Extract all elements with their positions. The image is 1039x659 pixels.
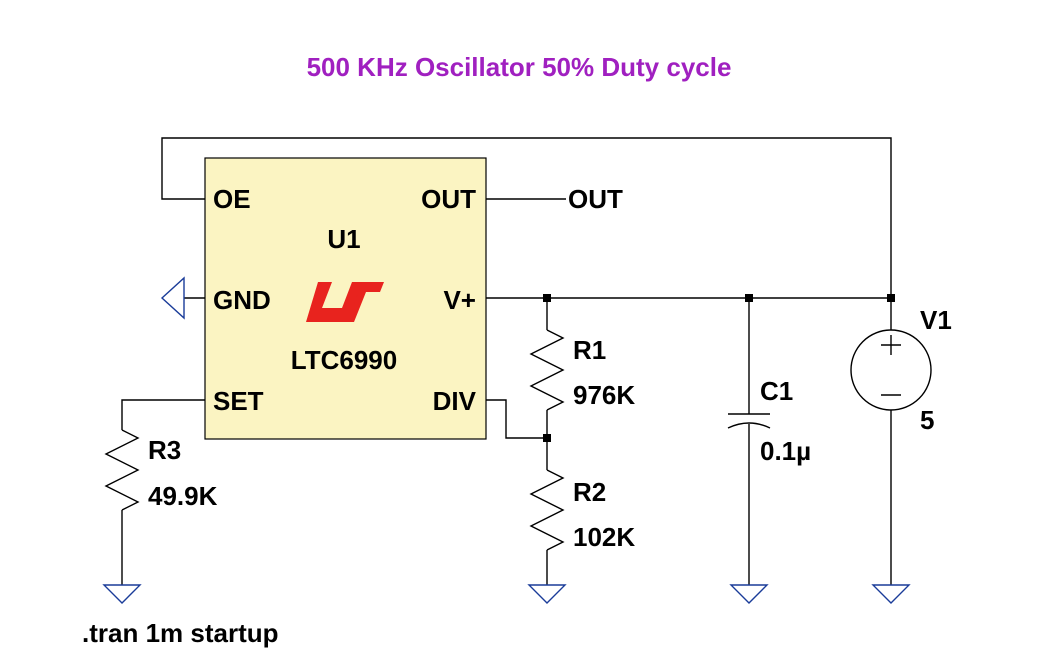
ground-symbol-c1 bbox=[729, 584, 769, 604]
r3-name: R3 bbox=[148, 435, 181, 465]
r1-name: R1 bbox=[573, 335, 606, 365]
ic-part-number: LTC6990 bbox=[291, 345, 397, 375]
schematic-title: 500 KHz Oscillator 50% Duty cycle bbox=[307, 52, 732, 82]
v1-value: 5 bbox=[920, 405, 934, 435]
pin-label-vplus: V+ bbox=[443, 285, 476, 315]
c1-name: C1 bbox=[760, 376, 793, 406]
ground-symbol-r3 bbox=[102, 584, 142, 604]
r1-value: 976K bbox=[573, 380, 635, 410]
wires bbox=[121, 137, 892, 585]
pin-label-out: OUT bbox=[421, 184, 476, 214]
junction-div bbox=[543, 434, 551, 442]
r2-value: 102K bbox=[573, 522, 635, 552]
pin-label-set: SET bbox=[213, 386, 264, 416]
resistor-r1-symbol bbox=[529, 329, 565, 411]
ground-symbol-gnd-pin bbox=[160, 276, 185, 320]
ground-symbol-r2 bbox=[527, 584, 567, 604]
c1-value: 0.1µ bbox=[760, 436, 811, 466]
pin-label-oe: OE bbox=[213, 184, 251, 214]
ic-body bbox=[204, 157, 487, 440]
junction-v1-top bbox=[887, 294, 895, 302]
pin-label-gnd: GND bbox=[213, 285, 271, 315]
junction-r1-top bbox=[543, 294, 551, 302]
lt-logo-icon bbox=[306, 282, 384, 322]
junction-c1-top bbox=[745, 294, 753, 302]
pin-label-div: DIV bbox=[433, 386, 477, 416]
resistor-r3-symbol bbox=[104, 429, 140, 511]
resistor-r2-symbol bbox=[529, 469, 565, 551]
ic-refdes: U1 bbox=[327, 224, 360, 254]
v1-name: V1 bbox=[920, 305, 952, 335]
net-label-out: OUT bbox=[568, 184, 623, 214]
voltage-source-v1-symbol bbox=[850, 329, 932, 411]
ground-symbol-v1 bbox=[871, 584, 911, 604]
r2-name: R2 bbox=[573, 477, 606, 507]
junctions bbox=[543, 294, 895, 442]
capacitor-c1-symbol bbox=[727, 413, 771, 429]
r3-value: 49.9K bbox=[148, 481, 218, 511]
spice-directive: .tran 1m startup bbox=[82, 618, 279, 648]
